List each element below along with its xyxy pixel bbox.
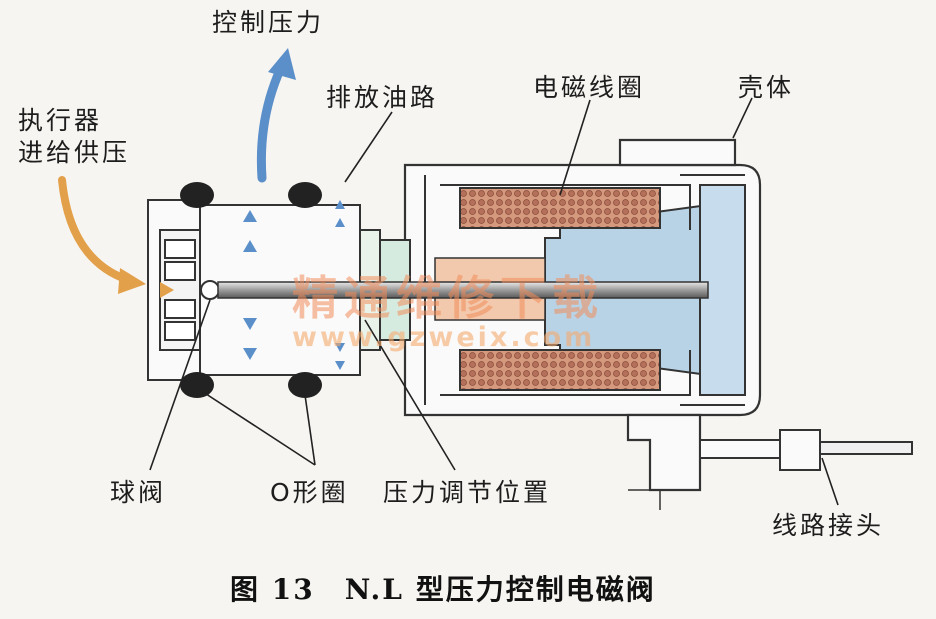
- connector-bracket: [628, 489, 661, 510]
- figure-caption: 图 13 N.L 型压力控制电磁阀: [230, 573, 656, 606]
- label-housing: 壳体: [738, 73, 795, 102]
- label-drain-passage: 排放油路: [326, 83, 439, 112]
- supply-inlet-arrow: [160, 282, 174, 298]
- flow-arrows: [243, 200, 345, 370]
- label-solenoid-coil: 电磁线圈: [533, 73, 646, 102]
- ball-valve-ball: [200, 280, 220, 300]
- control-pressure-arrow: [256, 65, 285, 183]
- label-o-ring: O形圈: [270, 478, 349, 507]
- label-actuator-supply-2: 进给供压: [18, 138, 131, 167]
- connector-body: [699, 429, 913, 471]
- watermark-url: www.gzweix.com: [292, 322, 596, 353]
- coil-bottom: [459, 349, 661, 391]
- label-connector: 线路接头: [772, 511, 885, 540]
- label-actuator-supply-1: 执行器: [18, 106, 103, 135]
- label-ball-valve: 球阀: [110, 478, 167, 507]
- leader-lines: [149, 97, 839, 506]
- watermark-text: 精通维修下载: [292, 271, 604, 325]
- control-pressure-arrowhead: [268, 48, 296, 80]
- label-control-pressure: 控制压力: [212, 8, 325, 37]
- o-rings: [180, 182, 322, 398]
- label-pressure-adjust: 压力调节位置: [383, 478, 552, 507]
- actuator-supply-arrowhead: [118, 268, 146, 294]
- actuator-supply-arrow: [58, 176, 132, 284]
- plunger-rod: [217, 281, 709, 299]
